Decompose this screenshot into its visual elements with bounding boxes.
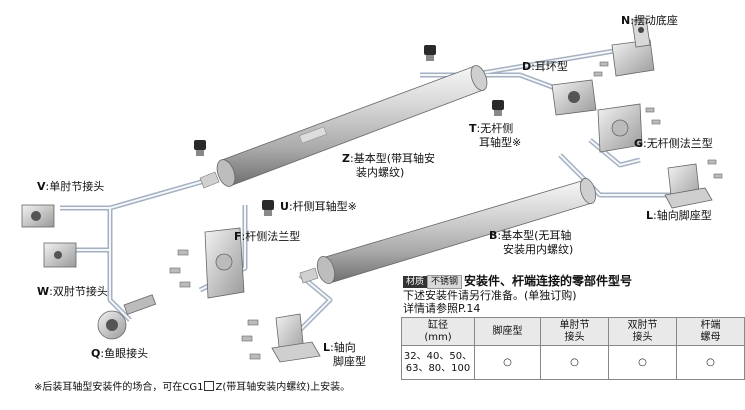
mark-double-knuckle: ○ [608, 345, 677, 380]
double-knuckle-joint [43, 242, 77, 268]
mark-foot: ○ [474, 345, 541, 380]
single-knuckle-joint [21, 204, 55, 228]
label-g: G:无杆侧法兰型 [634, 137, 713, 150]
accessory-table: 缸径(mm) 脚座型 单肘节接头 双肘节接头 杆端螺母 32、40、50、63、… [401, 317, 745, 380]
header-foot: 脚座型 [474, 317, 541, 346]
placeholder-box-icon [204, 381, 215, 391]
header-rod-nut: 杆端螺母 [676, 317, 745, 346]
info-line-1: 下述安装件请另行准备。(单独订购) [403, 289, 577, 302]
stainless-tag: 不锈钢 [427, 275, 463, 289]
header-bore: 缸径(mm) [401, 317, 475, 346]
clevis-bracket [551, 79, 597, 116]
label-q: Q:鱼眼接头 [91, 347, 149, 360]
rod-flange [204, 227, 245, 299]
bolt-icons [169, 61, 723, 360]
header-single-knuckle: 单肘节接头 [540, 317, 609, 346]
label-z: Z:基本型(带耳轴安装内螺纹) [342, 152, 435, 179]
bore-sizes: 32、40、50、63、80、100 [401, 345, 475, 380]
label-n: N:摆动底座 [621, 14, 678, 27]
label-l-right: L:轴向脚座型 [646, 209, 712, 222]
pivot-bracket [611, 17, 655, 77]
label-l-bottom: L:轴向脚座型 [323, 341, 366, 368]
label-u: U:杆侧耳轴型※ [280, 200, 357, 213]
info-title: 安装件、杆端连接的零部件型号 [464, 274, 633, 288]
label-t: T:无杆侧耳轴型※ [469, 122, 522, 149]
material-tag: 材质 [403, 276, 428, 288]
label-f: F:杆侧法兰型 [234, 230, 301, 243]
label-d: D:耳环型 [522, 60, 568, 73]
foot-bracket-bottom [271, 313, 321, 363]
trunnion-pin-icons [194, 45, 504, 216]
accessory-info: 材质不锈钢安装件、杆端连接的零部件型号 下述安装件请另行准备。(单独订购) 详情… [403, 275, 632, 315]
rod-end-icon [97, 294, 157, 340]
foot-bracket-right [664, 163, 713, 209]
label-b: B:基本型(无耳轴安装用内螺纹) [489, 229, 574, 256]
head-flange [597, 103, 643, 153]
label-w: W:双肘节接头 [37, 285, 108, 298]
cylinder-z [199, 65, 488, 189]
table-row: 32、40、50、63、80、100 ○ ○ ○ ○ [401, 345, 745, 380]
mark-rod-nut: ○ [676, 345, 745, 380]
mark-single-knuckle: ○ [540, 345, 609, 380]
label-v: V:单肘节接头 [37, 180, 105, 193]
info-line-2: 详情请参照P.14 [403, 302, 481, 315]
header-double-knuckle: 双肘节接头 [608, 317, 677, 346]
cylinder-b [299, 178, 597, 284]
